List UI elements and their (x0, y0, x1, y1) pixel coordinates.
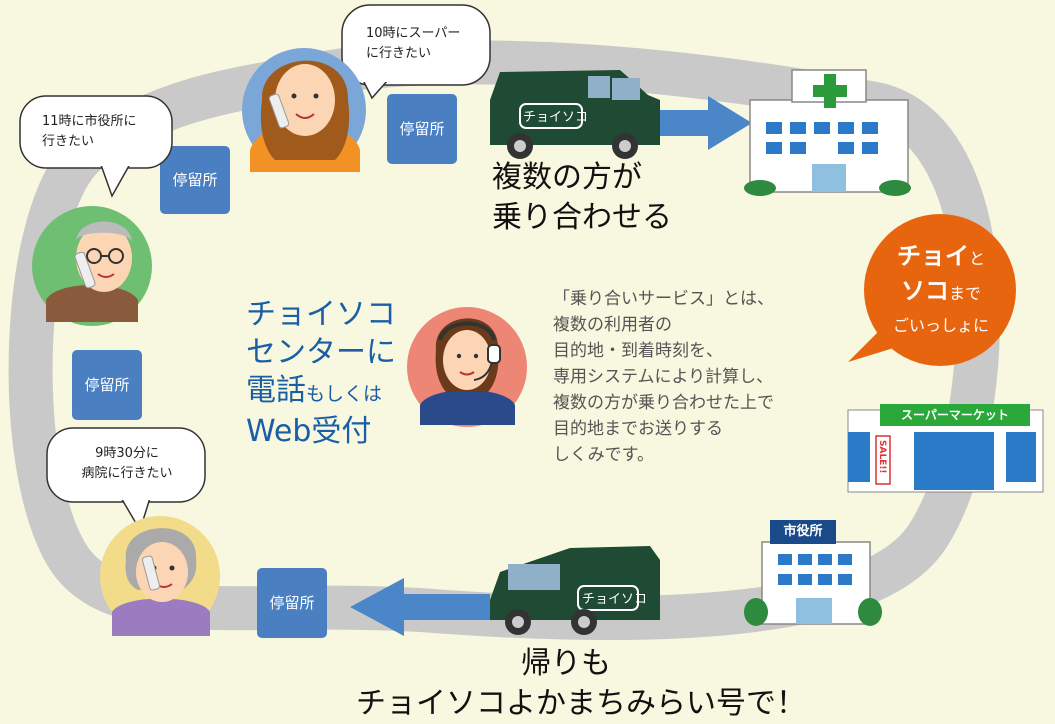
city-hall-building-icon (744, 520, 882, 626)
center-title-small: もしくは (306, 383, 383, 405)
bubble-line: 病院に行きたい (81, 466, 173, 481)
bubble-city-hall (19, 95, 173, 198)
badge-line-3: ごいっしょに (892, 316, 989, 335)
choisoko-badge (848, 214, 1016, 366)
badge-line-1: チョイと (874, 240, 1008, 275)
van-top (490, 70, 660, 159)
badge-choi: チョイ (896, 242, 969, 270)
arrow-to-hospital (660, 96, 752, 150)
badge-text: チョイと ソコまで ごいっしょに (874, 240, 1008, 342)
center-title: チョイソコ センターに 電話もしくは Web受付 (246, 296, 396, 451)
sale-tag: SALE!! (877, 440, 887, 474)
bubble-city-hall-text: 11時に市役所に 行きたい (42, 112, 137, 152)
hospital-building-icon (744, 69, 911, 196)
badge-to: と (968, 249, 985, 268)
supermarket-building-icon (847, 404, 1044, 493)
caption-line: チョイソコよかまちみらい号で！ (356, 686, 806, 721)
stop-box-left (72, 350, 142, 420)
badge-soko: ソコ (900, 277, 949, 305)
bubble-line: 11時に市役所に (42, 114, 137, 129)
bubble-line: 9時30分に (95, 446, 159, 461)
caption-line: 帰りも (521, 646, 611, 681)
badge-made: まで (948, 284, 981, 303)
woman-caller-avatar (242, 48, 366, 172)
description-line: 目的地・到着時刻を、 (553, 341, 723, 361)
center-title-main: 電話 (246, 373, 306, 408)
stop-label-bottom: 停留所 (269, 594, 315, 612)
badge-line-2: ソコまで (874, 275, 1008, 310)
city-hall-sign: 市役所 (783, 524, 823, 539)
stop-box-top (387, 94, 457, 164)
elderly-woman-caller-avatar (100, 516, 220, 636)
caption-line: 乗り合わせる (492, 200, 672, 235)
stop-box-upper-left (160, 146, 230, 214)
bubble-line: 行きたい (42, 134, 95, 149)
center-title-line: 電話もしくは (246, 372, 396, 413)
bubble-line: に行きたい (366, 46, 432, 61)
center-title-line: センターに (246, 335, 396, 370)
bubble-hospital-text: 9時30分に 病院に行きたい (78, 444, 176, 484)
supermarket-sign: スーパーマーケット (901, 408, 1009, 422)
description-line: 複数の方が乗り合わせた上で (553, 393, 774, 413)
elderly-man-caller-avatar (32, 206, 152, 326)
service-description: 「乗り合いサービス」とは、 複数の利用者の 目的地・到着時刻を、 専用システムに… (553, 286, 774, 468)
bubble-supermarket (341, 4, 491, 100)
stop-label-upper-left: 停留所 (172, 171, 218, 189)
description-line: 目的地までお送りする (553, 419, 723, 439)
van-bottom (490, 546, 660, 635)
bubble-supermarket-text: 10時にスーパー に行きたい (366, 24, 460, 64)
description-line: しくみです。 (553, 445, 654, 465)
center-title-line: チョイソコ (246, 297, 396, 332)
caption-line: 複数の方が (492, 160, 642, 195)
description-line: 専用システムにより計算し、 (553, 367, 774, 387)
arrow-to-left (350, 578, 490, 636)
stop-label-left: 停留所 (84, 376, 130, 394)
shared-ride-caption: 複数の方が 乗り合わせる (492, 158, 672, 238)
bubble-line: 10時にスーパー (366, 26, 461, 41)
return-trip-caption: 帰りも チョイソコよかまちみらい号で！ (356, 644, 806, 724)
stop-box-bottom (257, 568, 327, 638)
van-bottom-logo: チョイソコ (582, 592, 648, 607)
van-top-logo: チョイソコ (523, 110, 589, 125)
stop-label-top: 停留所 (399, 120, 445, 138)
operator-avatar (407, 307, 527, 427)
description-line: 「乗り合いサービス」とは、 (553, 289, 774, 309)
description-line: 複数の利用者の (553, 315, 672, 335)
center-title-line: Web受付 (246, 414, 372, 449)
